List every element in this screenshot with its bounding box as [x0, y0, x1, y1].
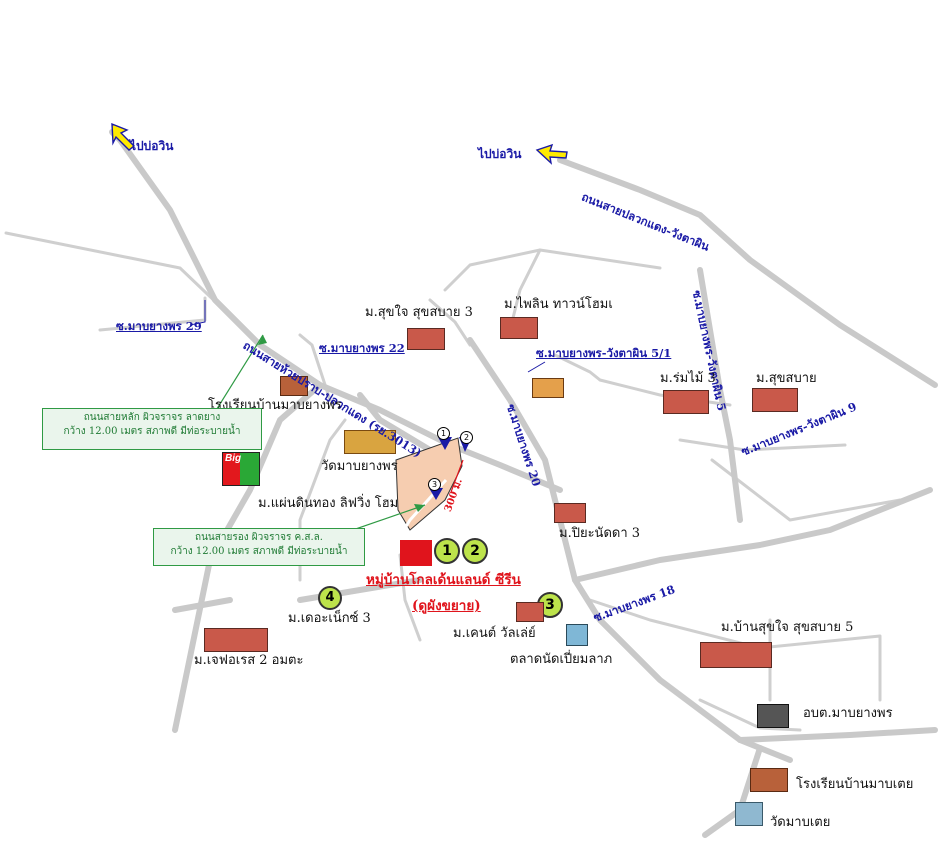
label-school-mabtoei: โรงเรียนบ้านมาบเตย — [796, 777, 914, 792]
label-soi-wangtasin-5-1: ซ.มาบยางพร-วังตาผิน 5/1 — [536, 346, 672, 360]
note-arrow-1 — [258, 335, 267, 345]
badge-1: 1 — [434, 538, 460, 564]
house-icon — [500, 317, 538, 339]
label-m-piyanatda-3: ม.ปิยะนัดดา 3 — [559, 526, 641, 541]
house-icon — [663, 390, 709, 414]
school-icon — [280, 376, 308, 396]
label-m-jforest-2: ม.เจฟอเรส 2 อมตะ — [194, 653, 304, 668]
marker-circle-3: 3 — [428, 478, 441, 491]
house-icon — [554, 503, 586, 523]
badge-2: 2 — [462, 538, 488, 564]
distance-arrow — [450, 459, 464, 493]
marker-circle-1: 1 — [437, 427, 450, 440]
note-second-road-line1: ถนนสายรอง ผิวจราจร ค.ส.ล. — [195, 532, 323, 543]
big-c-logo: Big — [222, 452, 260, 486]
label-soi-29: ซ.มาบยางพร 29 — [116, 319, 202, 333]
soi-arrows — [189, 300, 546, 373]
school-icon — [750, 768, 788, 792]
house-icon — [752, 388, 798, 412]
marker-arrow-3 — [429, 488, 443, 500]
label-m-sukjai-3: ม.สุขใจ สุขสบาย 3 — [365, 305, 473, 320]
note-main-road: ถนนสายหลัก ผิวจราจร ลาดยาง กว้าง 12.00 เ… — [42, 408, 262, 450]
direction-arrow-right — [535, 143, 568, 165]
badge-4: 4 — [318, 586, 342, 610]
marker-circle-2: 2 — [460, 431, 473, 444]
note-second-road-line2: กว้าง 12.00 เมตร สภาพดี มีท่อระบายน้ำ — [170, 546, 348, 557]
note-arrow-2 — [414, 504, 425, 512]
building-icon — [566, 624, 588, 646]
label-soi-22: ซ.มาบยางพร 22 — [319, 341, 405, 355]
label-wat-mabyangporn: วัดมาบยางพร — [321, 459, 398, 474]
house-icon — [407, 328, 445, 350]
project-sub: (ดูผังขยาย) — [412, 598, 481, 614]
direction-arrow-left — [111, 122, 136, 151]
house-icon — [204, 628, 268, 652]
label-m-suksabai: ม.สุขสบาย — [756, 371, 817, 386]
label-obt-mabyangporn: อบต.มาบยางพร — [803, 706, 893, 721]
office-icon — [757, 704, 789, 728]
temple-icon — [735, 802, 763, 826]
temple-icon — [344, 430, 396, 454]
project-access-road — [399, 478, 448, 542]
label-m-kent-valley: ม.เคนต์ วัลเล่ย์ — [453, 626, 536, 641]
label-talad-nat-piemlap: ตลาดนัดเปี่ยมลาภ — [510, 652, 613, 667]
label-m-pailin: ม.ไพลิน ทาวน์โฮมเ — [504, 297, 613, 312]
label-to-bo-win-right: ไปบ่อวิน — [478, 147, 522, 161]
note-main-road-line1: ถนนสายหลัก ผิวจราจร ลาดยาง — [83, 412, 221, 423]
label-wat-mabtoei: วัดมาบเตย — [770, 815, 831, 830]
note-second-road: ถนนสายรอง ผิวจราจร ค.ส.ล. กว้าง 12.00 เม… — [153, 528, 365, 566]
project-name: หมู่บ้านโกลเด้นแลนด์ ซีรีน — [366, 572, 521, 588]
big-c-text: Big — [225, 453, 242, 464]
note-main-road-line2: กว้าง 12.00 เมตร สภาพดี มีท่อระบายน้ำ — [63, 426, 241, 437]
label-m-paendin-thong: ม.แผ่นดินทอง ลิฟวิ่ง โฮม — [258, 496, 399, 511]
label-to-bo-win-left: ไปบ่อวิน — [130, 139, 174, 153]
label-m-baan-sukjai-5: ม.บ้านสุขใจ สุขสบาย 5 — [721, 620, 854, 635]
label-m-romrai-3: ม.ร่มไม้ 3 — [660, 371, 716, 386]
house-icon — [532, 378, 564, 398]
house-icon — [700, 642, 772, 668]
house-icon — [516, 602, 544, 622]
project-plot — [400, 540, 432, 566]
label-m-the-next-3: ม.เดอะเน็กซ์ 3 — [288, 611, 371, 626]
marker-arrow-1 — [438, 437, 452, 450]
